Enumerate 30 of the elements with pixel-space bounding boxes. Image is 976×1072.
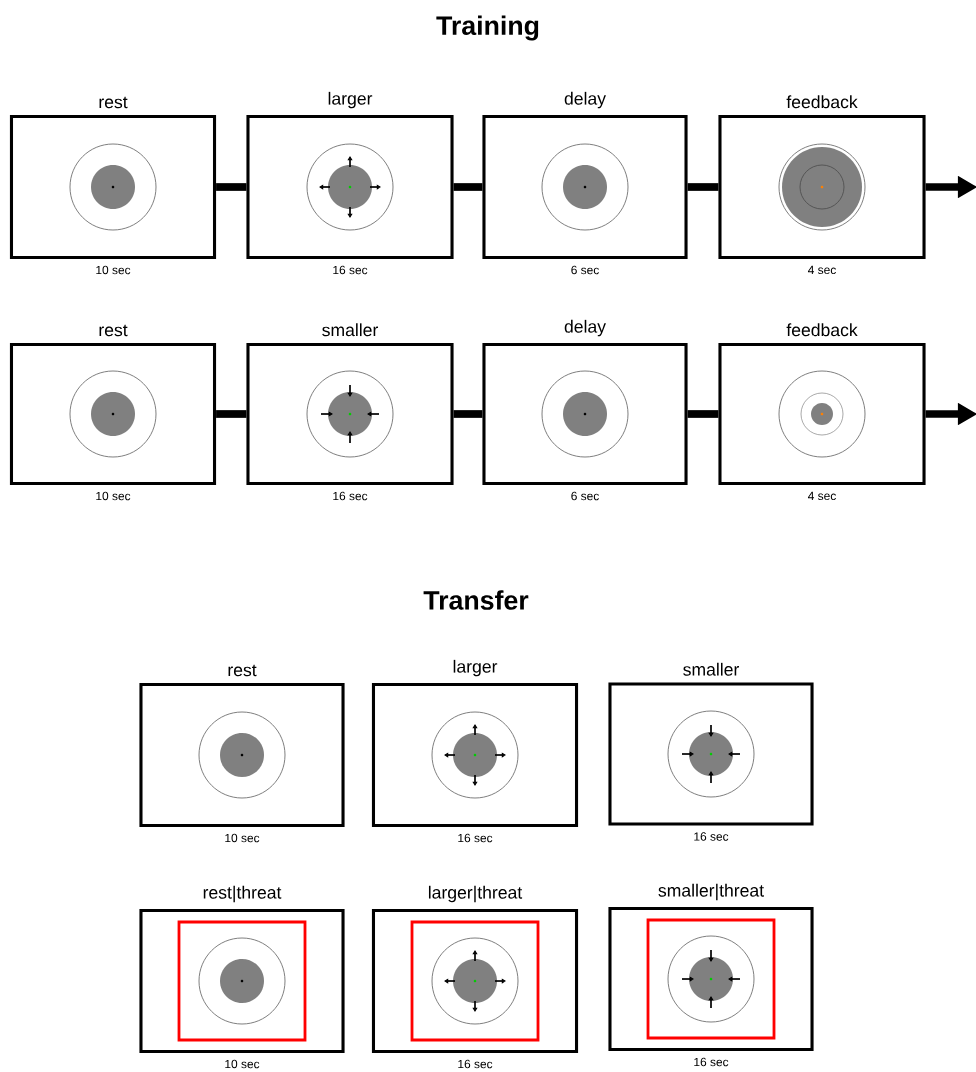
- duration-label: 4 sec: [808, 265, 836, 275]
- screen-title: larger: [328, 91, 373, 109]
- screen-title: larger|threat: [428, 885, 523, 903]
- duration-label: 10 sec: [96, 491, 131, 501]
- duration-label: 16 sec: [458, 1059, 493, 1069]
- duration-label: 16 sec: [694, 1057, 729, 1067]
- screen-title: smaller|threat: [658, 883, 764, 901]
- screen-title: rest: [99, 96, 128, 109]
- screen-title: feedback: [786, 323, 858, 337]
- duration-label: 16 sec: [333, 265, 368, 275]
- section-heading: Transfer: [423, 590, 529, 610]
- screen-title: rest: [228, 664, 257, 677]
- duration-label: 10 sec: [225, 833, 260, 843]
- duration-label: 10 sec: [225, 1059, 260, 1069]
- section-heading: Training: [436, 15, 539, 41]
- screen-title: smaller: [683, 662, 739, 676]
- screen-title: feedback: [786, 95, 858, 109]
- duration-label: 16 sec: [458, 833, 493, 843]
- screen-title: delay: [564, 91, 606, 109]
- duration-label: 16 sec: [333, 491, 368, 501]
- duration-label: 16 sec: [694, 832, 729, 841]
- duration-label: 6 sec: [571, 491, 599, 501]
- screen-title: larger: [453, 659, 498, 677]
- screen-title: rest|threat: [203, 885, 282, 903]
- duration-label: 6 sec: [571, 265, 599, 275]
- duration-label: 4 sec: [808, 491, 836, 501]
- screen-title: delay: [564, 319, 606, 337]
- duration-label: 10 sec: [96, 265, 131, 275]
- screen-title: smaller: [322, 323, 378, 337]
- screen-title: rest: [99, 324, 128, 337]
